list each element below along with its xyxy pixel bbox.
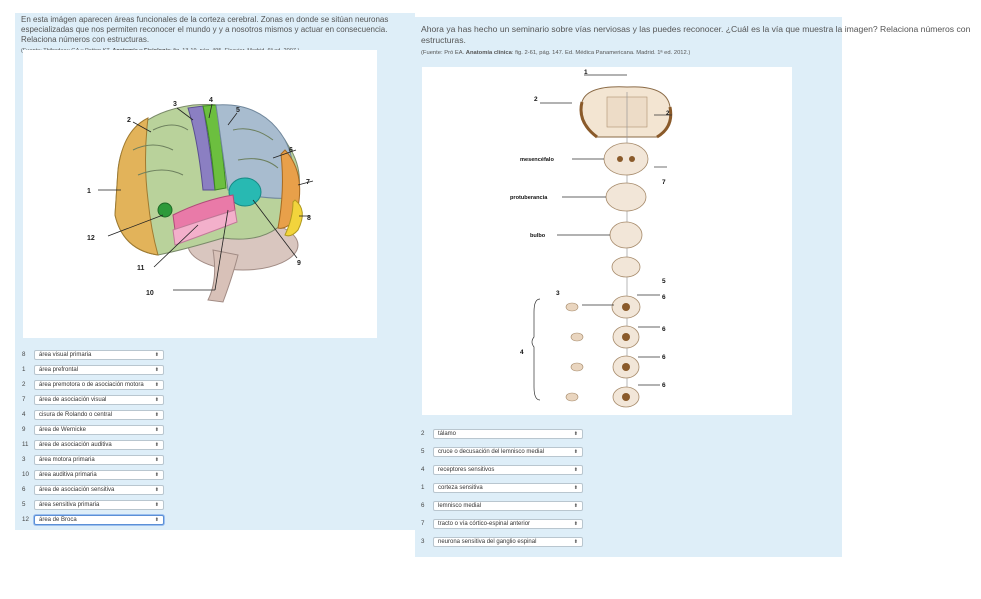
select-arrows-icon: ⬍: [154, 471, 159, 478]
select-arrows-icon: ⬍: [154, 501, 159, 508]
structure-select[interactable]: área de asociación sensitiva⬍: [34, 484, 164, 495]
structure-select[interactable]: área de asociación auditiva⬍: [34, 439, 164, 450]
brain-label-12: 12: [87, 235, 95, 242]
select-arrows-icon: ⬍: [573, 430, 578, 437]
pathway-label-4: 4: [520, 349, 524, 356]
structure-select[interactable]: área de asociación visual⬍: [34, 394, 164, 405]
pathway-label-6a: 6: [662, 294, 666, 301]
structure-select[interactable]: corteza sensitiva⬍: [433, 482, 583, 493]
structure-select[interactable]: área premotora o de asociación motora⬍: [34, 379, 164, 390]
structure-select[interactable]: neurona sensitiva del ganglio espinal⬍: [433, 536, 583, 547]
pathway-label-7: 7: [662, 179, 666, 186]
select-arrows-icon: ⬍: [154, 516, 159, 523]
brain-label-4: 4: [209, 97, 213, 104]
pathway-label-6d: 6: [662, 382, 666, 389]
pathway-label-2a: 2: [534, 96, 538, 103]
pathway-label-6b: 6: [662, 326, 666, 333]
pathway-label-2b: 2: [666, 110, 670, 117]
select-arrows-icon: ⬍: [154, 456, 159, 463]
question-panel-cortex: En esta imágen aparecen áreas funcionale…: [15, 13, 415, 530]
select-arrows-icon: ⬍: [573, 520, 578, 527]
brain-figure: 1 2 3 4 5 6 7 8 9 10 11 12: [23, 50, 377, 338]
brain-label-11: 11: [137, 265, 145, 272]
question-text: Ahora ya has hecho un seminario sobre ví…: [421, 24, 971, 45]
structure-select[interactable]: área motora primaria⬍: [34, 454, 164, 465]
pathway-label-5: 5: [662, 278, 666, 285]
select-arrows-icon: ⬍: [573, 484, 578, 491]
select-arrows-icon: ⬍: [154, 441, 159, 448]
select-arrows-icon: ⬍: [154, 381, 159, 388]
structure-select[interactable]: área auditiva primaria⬍: [34, 469, 164, 480]
structure-select[interactable]: lemnisco medial⬍: [433, 500, 583, 511]
pathway-label-6c: 6: [662, 354, 666, 361]
source-citation: (Fuente: Pró EA. Anatomía clínica: fig. …: [421, 50, 691, 56]
structure-select[interactable]: área visual primaria⬍: [34, 349, 164, 360]
structure-select[interactable]: área prefrontal⬍: [34, 364, 164, 375]
label-mesencefalo: mesencéfalo: [520, 157, 554, 163]
label-bulbo: bulbo: [530, 233, 546, 239]
brain-label-8: 8: [307, 215, 311, 222]
brain-label-1: 1: [87, 188, 91, 195]
pathway-illustration: 1 2 2 7 3 5 6 6 6 6 4 mesencéfalo protub…: [510, 69, 673, 408]
select-arrows-icon: ⬍: [154, 411, 159, 418]
brain-label-7: 7: [306, 179, 310, 186]
structure-select[interactable]: cisura de Rolando o central⬍: [34, 409, 164, 420]
pathway-label-3: 3: [556, 290, 560, 297]
brain-illustration: 1 2 3 4 5 6 7 8 9 10 11 12: [87, 97, 314, 303]
question-text: En esta imágen aparecen áreas funcionale…: [21, 15, 389, 44]
select-arrows-icon: ⬍: [154, 396, 159, 403]
brain-label-6: 6: [289, 147, 293, 154]
select-arrows-icon: ⬍: [154, 366, 159, 373]
structure-select[interactable]: área sensitiva primaria⬍: [34, 499, 164, 510]
structure-select[interactable]: área de Broca⬍: [34, 514, 164, 525]
select-arrows-icon: ⬍: [573, 448, 578, 455]
structure-select[interactable]: cruce o decusación del lemnisco medial⬍: [433, 446, 583, 457]
structure-select[interactable]: tálamo⬍: [433, 428, 583, 439]
brain-label-2: 2: [127, 117, 131, 124]
structure-select[interactable]: receptores sensitivos⬍: [433, 464, 583, 475]
pathway-label-1: 1: [584, 69, 588, 76]
select-arrows-icon: ⬍: [573, 466, 578, 473]
select-arrows-icon: ⬍: [154, 351, 159, 358]
pathway-figure: 1 2 2 7 3 5 6 6 6 6 4 mesencéfalo protub…: [422, 67, 792, 415]
select-arrows-icon: ⬍: [154, 486, 159, 493]
structure-select[interactable]: área de Wernicke⬍: [34, 424, 164, 435]
brain-label-3: 3: [173, 101, 177, 108]
select-arrows-icon: ⬍: [154, 426, 159, 433]
select-arrows-icon: ⬍: [573, 502, 578, 509]
brain-label-9: 9: [297, 260, 301, 267]
structure-select[interactable]: tracto o vía córtico-espinal anterior⬍: [433, 518, 583, 529]
select-arrows-icon: ⬍: [573, 538, 578, 545]
brain-label-10: 10: [146, 290, 154, 297]
label-protuberancia: protuberancia: [510, 195, 548, 201]
brain-label-5: 5: [236, 107, 240, 114]
question-panel-pathway: Ahora ya has hecho un seminario sobre ví…: [415, 17, 971, 557]
